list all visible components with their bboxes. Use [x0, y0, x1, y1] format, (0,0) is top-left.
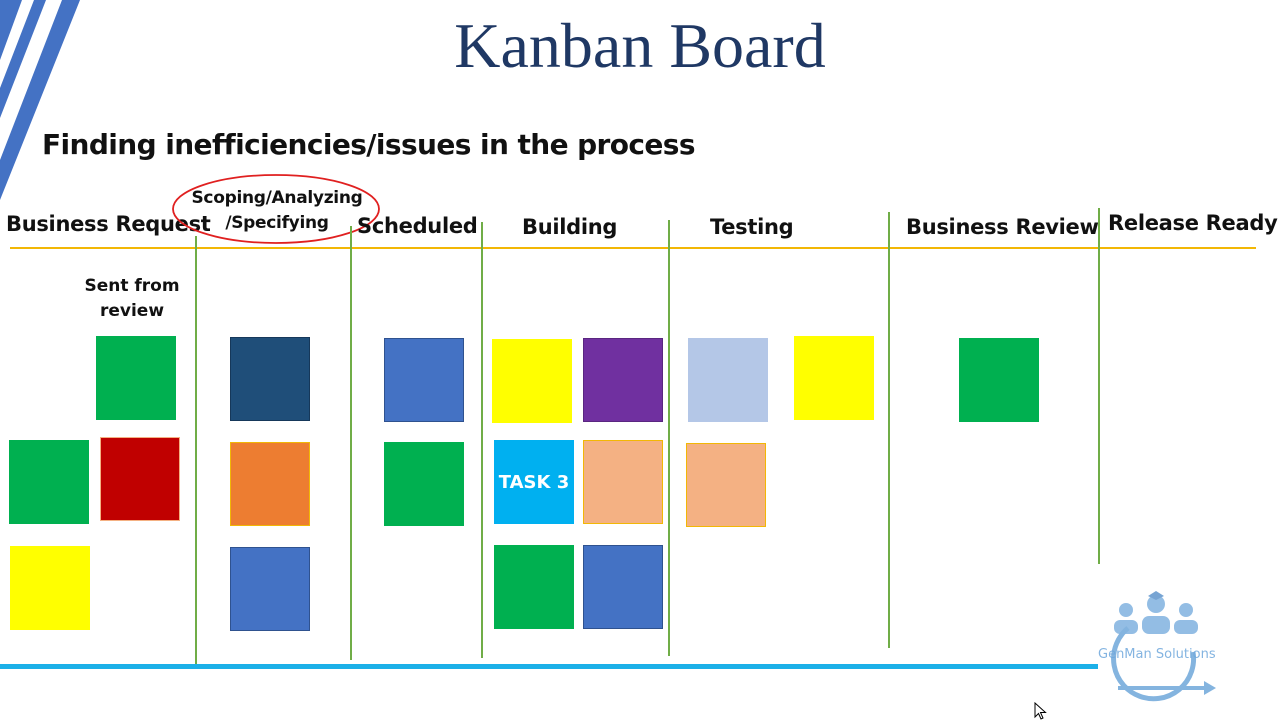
task-card-peach[interactable]: [686, 443, 766, 527]
column-divider: [1098, 208, 1100, 564]
column-header-building: Building: [522, 215, 618, 239]
column-header-testing: Testing: [710, 215, 794, 239]
task-card-orange[interactable]: [230, 442, 310, 526]
logo-text: GenMan Solutions: [1098, 647, 1216, 662]
task-card-green[interactable]: [384, 442, 464, 526]
task-card-green[interactable]: [494, 545, 574, 629]
column-header-business-request: Business Request: [6, 212, 211, 236]
column-header-scoping: Scoping/Analyzing /Specifying: [176, 186, 378, 236]
task-card-blue[interactable]: [230, 547, 310, 631]
task-card-purple[interactable]: [583, 338, 663, 422]
highlight-circle: [172, 174, 380, 244]
slide-title: Kanban Board: [454, 10, 826, 81]
note-line1: Sent from: [84, 276, 180, 296]
task-card-green[interactable]: [9, 440, 89, 524]
task-card-yellow[interactable]: [492, 339, 572, 423]
column-divider: [195, 236, 197, 666]
task-card-green[interactable]: [96, 336, 176, 420]
task-card-navy[interactable]: [230, 337, 310, 421]
column-header-scoping-line1: Scoping/Analyzing: [191, 188, 363, 208]
task-card-red[interactable]: [100, 437, 180, 521]
column-header-scoping-line2: /Specifying: [225, 213, 329, 233]
column-header-release-ready: Release Ready: [1108, 211, 1278, 235]
task-card-task-3[interactable]: TASK 3: [494, 440, 574, 524]
note-line2: review: [99, 301, 165, 321]
task-card-yellow[interactable]: [10, 546, 90, 630]
mouse-cursor-icon: [1034, 702, 1047, 720]
header-separator: [10, 247, 1256, 249]
column-header-scheduled: Scheduled: [357, 214, 478, 238]
decorative-stripes: [0, 0, 80, 200]
task-card-green[interactable]: [959, 338, 1039, 422]
slide-subtitle: Finding inefficiencies/issues in the pro…: [42, 128, 696, 161]
column-divider: [668, 220, 670, 656]
task-card-blue[interactable]: [384, 338, 464, 422]
task-card-blue[interactable]: [583, 545, 663, 629]
task-card-peach[interactable]: [583, 440, 663, 524]
sent-from-review-note: Sent from review: [82, 274, 182, 324]
task-card-light-blue[interactable]: [688, 338, 768, 422]
column-header-business-review: Business Review: [906, 215, 1099, 239]
bottom-border-line: [0, 664, 1098, 669]
column-divider: [888, 212, 890, 648]
task-card-yellow[interactable]: [794, 336, 874, 420]
column-divider: [481, 222, 483, 658]
column-divider: [350, 226, 352, 660]
genman-logo-icon: [1111, 591, 1216, 702]
